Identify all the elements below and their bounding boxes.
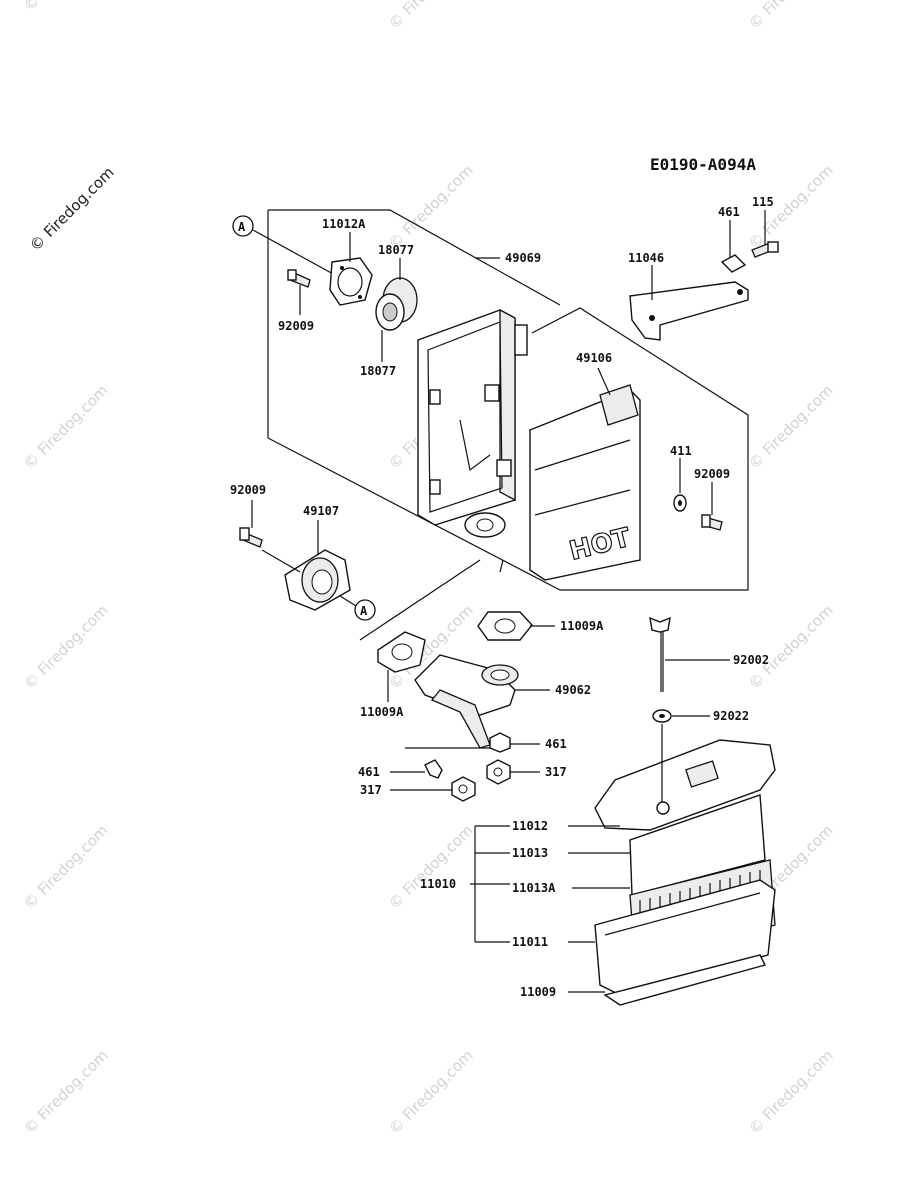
- label-11012a: 11012A: [322, 217, 366, 231]
- label-11012: 11012: [512, 819, 548, 833]
- label-18077-top: 18077: [378, 243, 414, 257]
- label-317-right: 317: [545, 765, 567, 779]
- seal-18077: [375, 277, 418, 331]
- label-411: 411: [670, 444, 692, 458]
- watermark-8: © Firedog.com: [745, 381, 837, 473]
- filter-base-11011: [594, 879, 776, 996]
- leader-lines: [251, 210, 766, 993]
- pre-cleaner-11013: [629, 794, 766, 896]
- washer-92022: [652, 709, 672, 723]
- gasket-11009a-right: [477, 611, 533, 641]
- heat-shield-49106: HOT: [529, 384, 641, 581]
- nut-461-top: [720, 254, 747, 273]
- watermark-3: © Firedog.com: [745, 0, 837, 33]
- watermark-11: © Firedog.com: [745, 601, 837, 693]
- label-92009-left: 92009: [230, 483, 266, 497]
- label-92002: 92002: [733, 653, 769, 667]
- label-18077-bottom: 18077: [360, 364, 396, 378]
- ref-marker-a-bottom: A: [339, 595, 376, 621]
- watermark-6: © Firedog.com: [20, 381, 112, 473]
- label-115: 115: [752, 195, 774, 209]
- ref-marker-a-top-label: A: [238, 220, 246, 234]
- gasket-11009a-left: [377, 631, 426, 673]
- label-11010: 11010: [420, 877, 456, 891]
- watermark-16: © Firedog.com: [385, 1046, 477, 1138]
- nut-317-left: [451, 776, 476, 802]
- bolt-115: [751, 241, 779, 258]
- label-461-left: 461: [358, 765, 380, 779]
- muffler-body-49069: [417, 308, 528, 538]
- label-92009-top-left: 92009: [278, 319, 314, 333]
- bolt-92009-top: [287, 269, 311, 288]
- ref-marker-a-bottom-label: A: [360, 604, 368, 618]
- nut-317-right: [486, 759, 511, 785]
- watermark-main: © Firedog.com: [26, 163, 118, 255]
- watermark-15: © Firedog.com: [20, 1046, 112, 1138]
- label-49062: 49062: [555, 683, 591, 697]
- watermark-13: © Firedog.com: [385, 821, 477, 913]
- air-filter-cover-11012: [594, 724, 776, 831]
- label-92009-right: 92009: [694, 467, 730, 481]
- label-317-left: 317: [360, 783, 382, 797]
- assembly-outline: [267, 209, 749, 749]
- wing-bolt-92002: [649, 616, 671, 692]
- gasket-11012a: [329, 257, 373, 306]
- bolt-92009-right: [701, 514, 723, 531]
- gasket-11009: [603, 954, 767, 1006]
- bolt-92009-left: [239, 527, 263, 548]
- label-49106: 49106: [576, 351, 612, 365]
- ref-marker-a-top: A: [232, 215, 336, 276]
- label-49107: 49107: [303, 504, 339, 518]
- watermark-17: © Firedog.com: [745, 1046, 837, 1138]
- watermark-1: © Firedog.com: [20, 0, 112, 15]
- exhaust-pipe-49062: [414, 654, 519, 749]
- label-11011: 11011: [512, 935, 548, 949]
- label-92022: 92022: [713, 709, 749, 723]
- nut-461-mid: [489, 732, 511, 753]
- watermark-9: © Firedog.com: [20, 601, 112, 693]
- flange-49107: [261, 549, 351, 611]
- label-49069: 49069: [505, 251, 541, 265]
- label-461-mid: 461: [545, 737, 567, 751]
- label-11046: 11046: [628, 251, 664, 265]
- bracket-11046: [629, 281, 749, 341]
- label-461-top: 461: [718, 205, 740, 219]
- part-labels: 11012A 18077 18077 92009 49069 11046 461…: [230, 195, 774, 999]
- label-11009: 11009: [520, 985, 556, 999]
- nut-461-left: [424, 759, 443, 779]
- label-11013: 11013: [512, 846, 548, 860]
- watermark-4: © Firedog.com: [385, 161, 477, 253]
- diagram-code: E0190-A094A: [650, 155, 756, 174]
- watermark-12: © Firedog.com: [20, 821, 112, 913]
- watermark-2: © Firedog.com: [385, 0, 477, 33]
- label-11013a: 11013A: [512, 881, 556, 895]
- label-11009a-right: 11009A: [560, 619, 604, 633]
- label-11009a-left: 11009A: [360, 705, 404, 719]
- washer-411: [673, 494, 687, 512]
